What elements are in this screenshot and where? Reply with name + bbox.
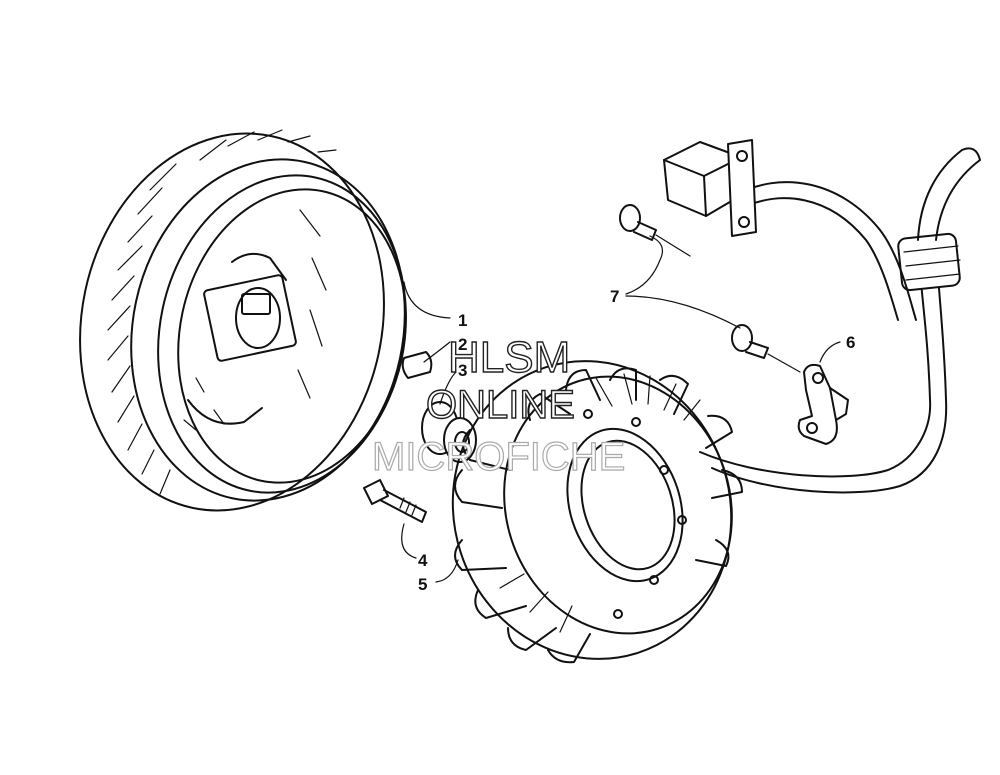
stator-wire-harness [699,147,981,494]
callout-4: 4 [418,551,428,570]
leader-lines [401,235,841,583]
stator [451,360,743,664]
pickup-sensor [663,139,757,237]
woodruff-key [401,351,433,379]
watermark: HLSM ONLINE MICROFICHE [371,332,626,479]
flywheel-nut-washer [421,401,477,463]
watermark-line-2: ONLINE [426,383,575,427]
watermark-line-1: HLSM [448,333,570,382]
sensor-screws [619,204,801,373]
flywheel-rotor [79,129,407,512]
callout-1: 1 [458,311,467,330]
callout-6: 6 [846,333,855,352]
stator-bolt [363,479,427,523]
wire-clamp [797,363,849,445]
watermark-line-3: MICROFICHE [372,435,625,479]
callout-7: 7 [610,287,619,306]
callout-3: 3 [458,361,467,380]
callout-5: 5 [418,575,427,594]
callout-2: 2 [458,335,467,354]
